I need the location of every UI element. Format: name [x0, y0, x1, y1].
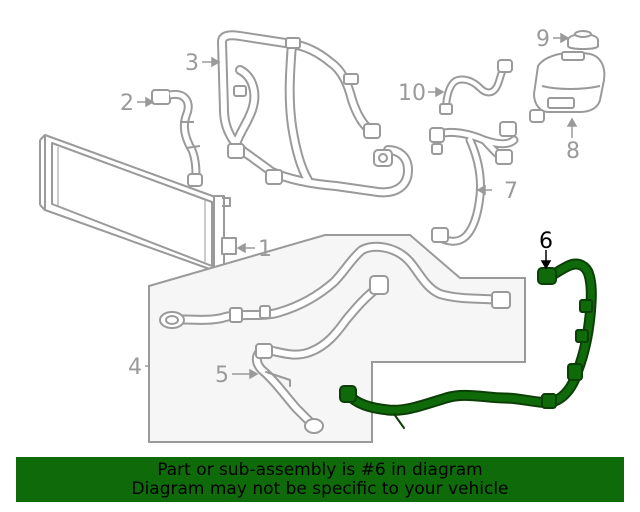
part-2-hose[interactable] — [151, 89, 203, 187]
part-10-hose[interactable] — [439, 59, 513, 115]
part-9-cap[interactable] — [567, 30, 599, 50]
callout-10: 10 — [398, 81, 426, 106]
callout-2: 2 — [120, 91, 134, 116]
callout-6-leader — [540, 250, 552, 270]
part-info-banner: Part or sub-assembly is #6 in diagram Di… — [16, 457, 624, 502]
callout-7: 7 — [504, 179, 518, 204]
callout-9: 9 — [536, 27, 550, 52]
banner-line-disclaimer: Diagram may not be specific to your vehi… — [131, 478, 509, 499]
callout-1: 1 — [258, 237, 272, 262]
part-3-hose-assembly[interactable] — [217, 30, 413, 198]
part-1-radiator[interactable] — [39, 134, 237, 275]
part-7-hose[interactable] — [429, 121, 519, 246]
part-4-hose[interactable] — [159, 241, 511, 329]
callout-4: 4 — [128, 355, 142, 380]
callout-5: 5 — [215, 363, 229, 388]
callout-8: 8 — [566, 139, 580, 164]
part-5-hose[interactable] — [251, 275, 389, 434]
exploded-parts-diagram: 1 2 3 4 5 6 7 8 9 10 — [39, 27, 606, 443]
part-8-coolant-reservoir[interactable] — [529, 51, 606, 123]
callout-6: 6 — [539, 229, 553, 254]
banner-line-part: Part or sub-assembly is #6 in diagram — [157, 459, 483, 480]
callout-leaders — [137, 32, 578, 380]
part-6-highlighted-hose[interactable] — [339, 258, 597, 429]
callout-3: 3 — [185, 51, 199, 76]
